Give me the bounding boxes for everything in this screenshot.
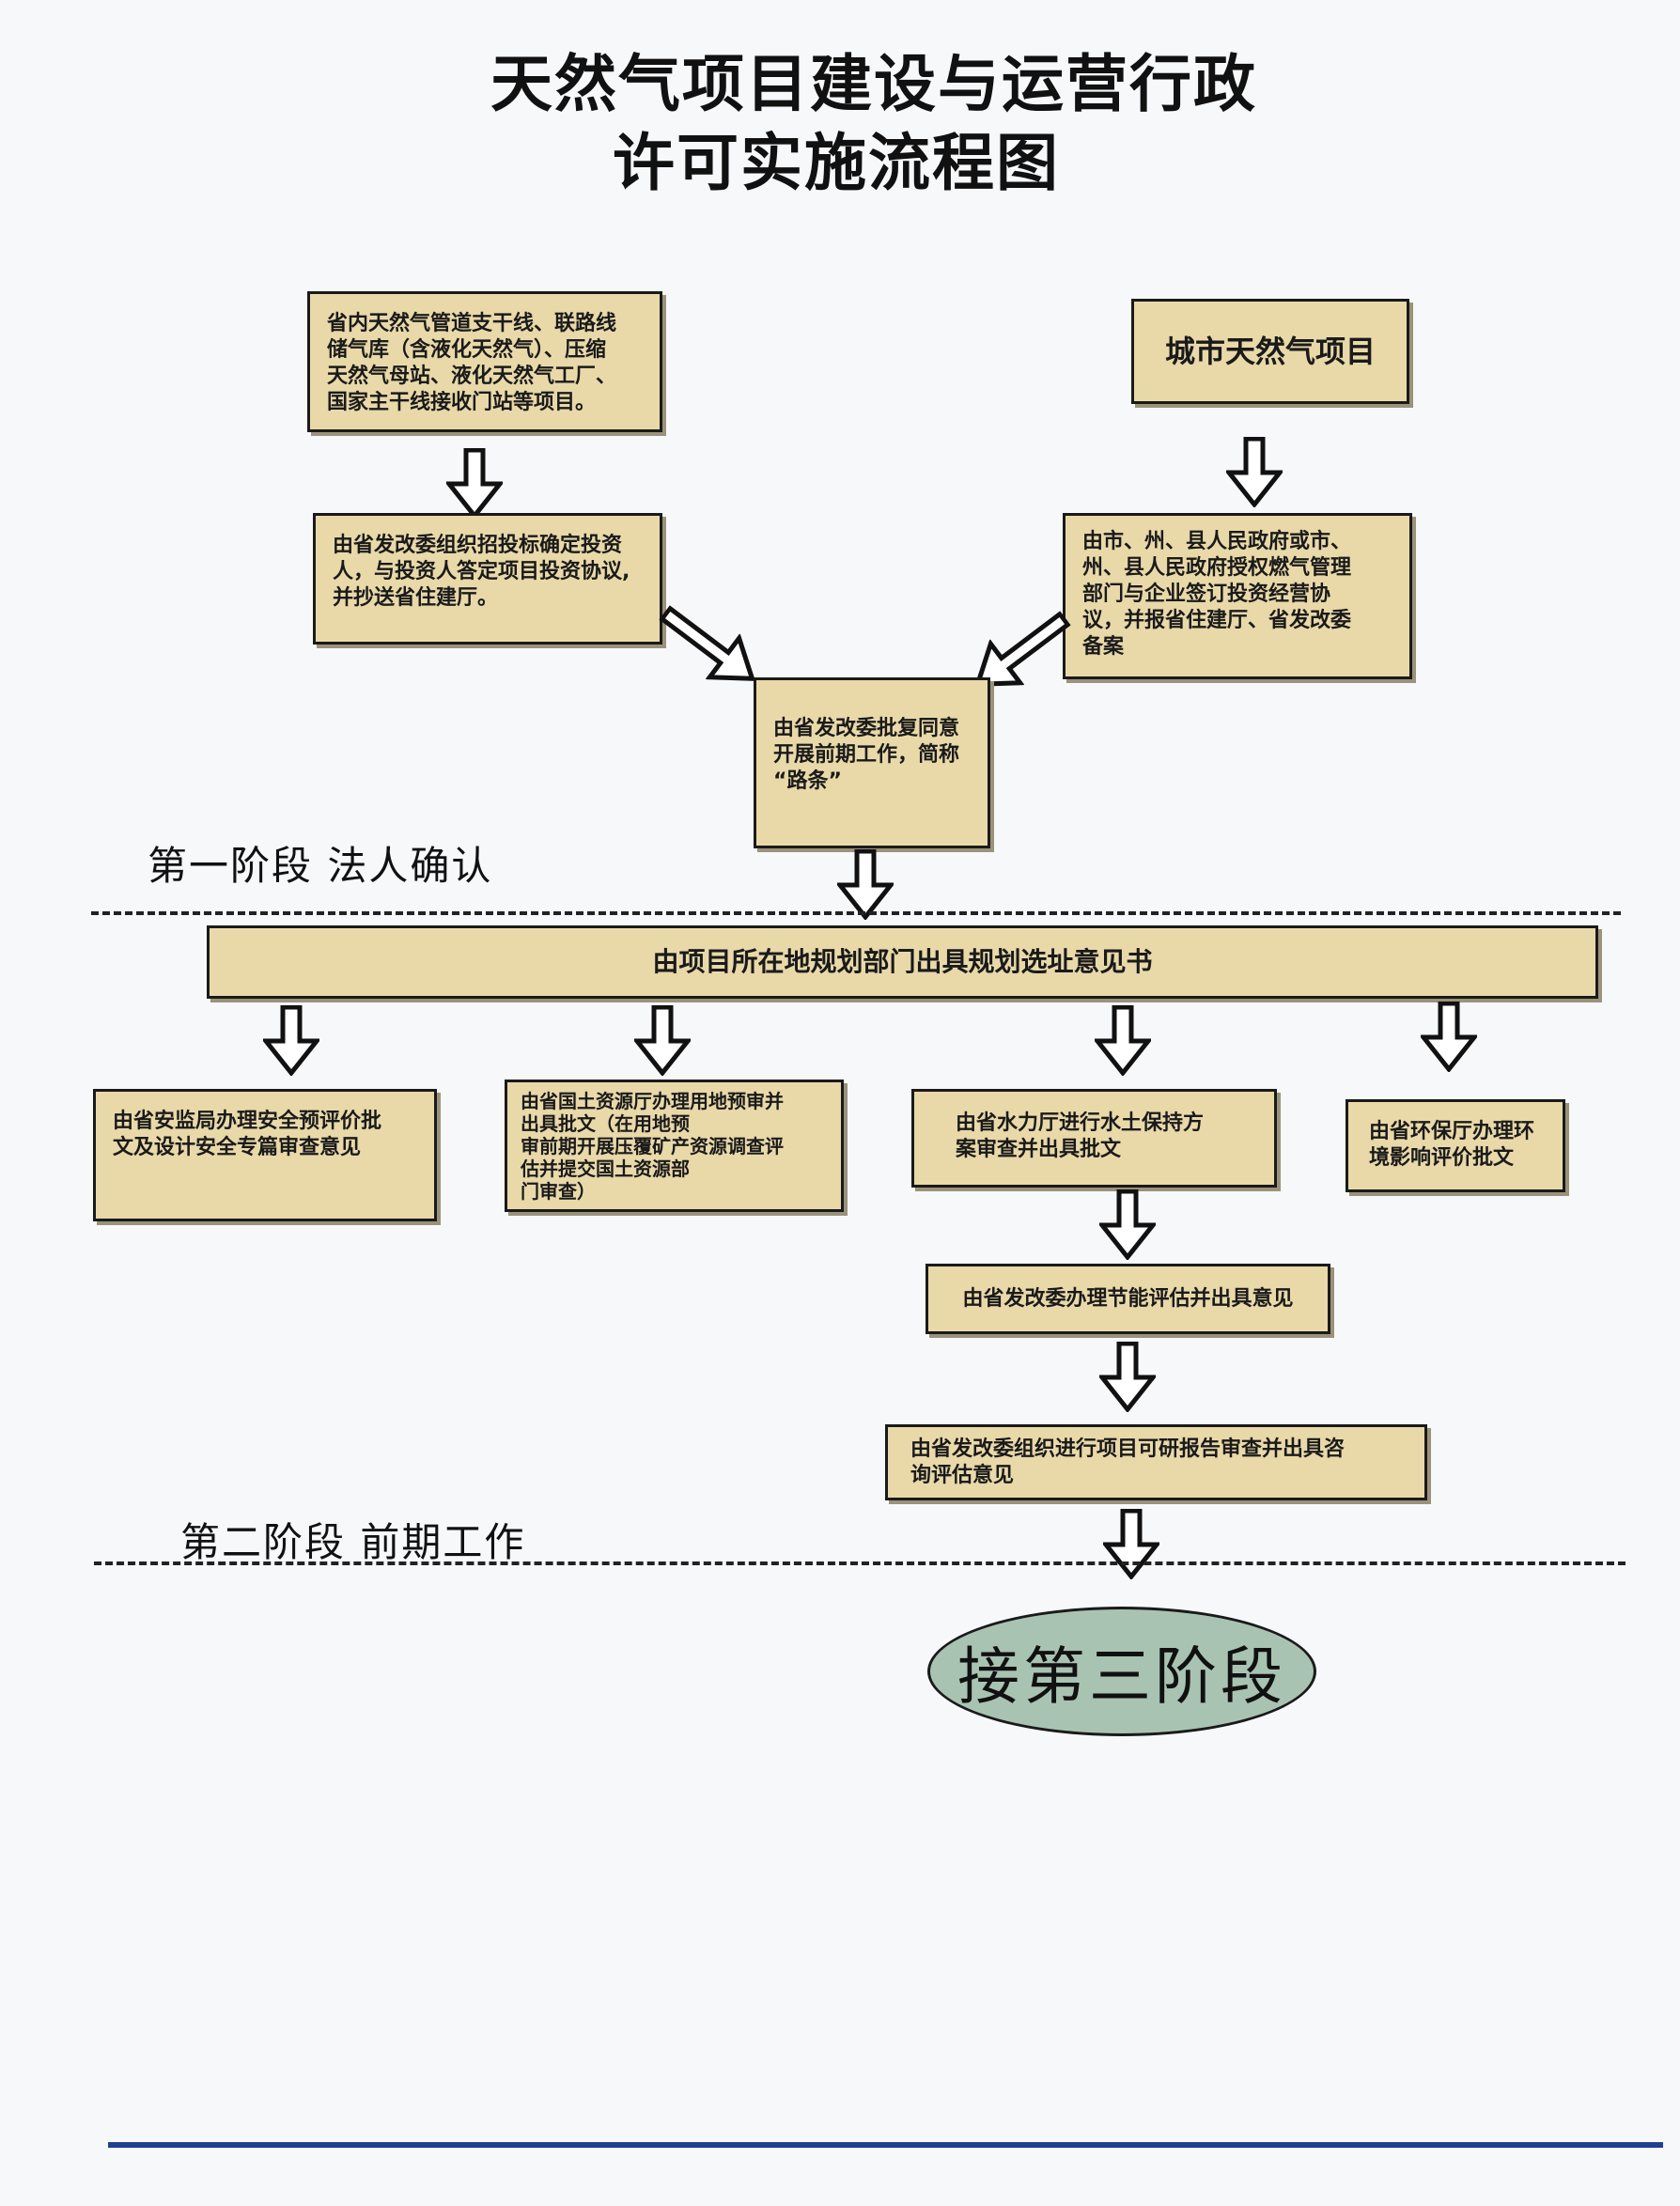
down-arrow-icon [1421, 1002, 1477, 1072]
text: 部门与企业签订投资经营协 [1082, 583, 1331, 606]
box-road-permit: 由省发改委批复同意 开展前期工作，简称 “路条” [754, 677, 990, 848]
text: 开展前期工作，简称 [773, 743, 960, 767]
text: 接第三阶段 [957, 1640, 1286, 1713]
down-arrow-icon [1226, 437, 1283, 507]
text: 议，并报省住建厅、省发改委 [1082, 609, 1352, 632]
stage-1-label: 第一阶段 法人确认 [148, 843, 493, 889]
stage-divider-2 [94, 1561, 1626, 1565]
text: 州、县人民政府授权燃气管理 [1082, 556, 1352, 580]
text: 询评估意见 [910, 1464, 1015, 1487]
text: 人，与投资人答定项目投资协议, [333, 560, 630, 583]
text: 并抄送省住建厅。 [333, 586, 499, 610]
text: 天然气母站、液化天然气工厂、 [327, 365, 617, 388]
down-arrow-icon [1095, 1005, 1151, 1076]
down-arrow-icon [634, 1005, 691, 1076]
stage-2-label: 第二阶段 前期工作 [180, 1519, 526, 1565]
text: 由项目所在地规划部门出具规划选址意见书 [652, 946, 1153, 977]
text: “路条” [773, 769, 842, 793]
box-site-selection: 由项目所在地规划部门出具规划选址意见书 [207, 925, 1598, 999]
box-city-projects: 城市天然气项目 [1131, 299, 1409, 404]
text: 备案 [1082, 635, 1125, 659]
down-arrow-icon [263, 1005, 319, 1076]
down-arrow-icon [1103, 1509, 1159, 1579]
text: 由省国土资源厅办理用地预审并 [521, 1090, 784, 1112]
text: 由省发改委办理节能评估并出具意见 [962, 1286, 1294, 1311]
text: 境影响评价批文 [1369, 1146, 1515, 1170]
box-provincial-projects: 省内天然气管道支干线、联路线 储气库（含液化天然气）、压缩 天然气母站、液化天然… [307, 291, 662, 432]
box-environment: 由省环保厅办理环 境影响评价批文 [1346, 1099, 1565, 1192]
bottom-rule [108, 2142, 1663, 2148]
text: 门审查） [521, 1180, 596, 1203]
down-arrow-icon [1099, 1342, 1156, 1412]
box-land: 由省国土资源厅办理用地预审并 出具批文（在用地预 审前期开展压覆矿产资源调查评 … [505, 1080, 844, 1212]
stage-divider-1 [91, 911, 1621, 915]
box-city-agreement: 由市、州、县人民政府或市、 州、县人民政府授权燃气管理 部门与企业签订投资经营协… [1063, 513, 1412, 679]
text: 由省环保厅办理环 [1369, 1120, 1535, 1143]
next-stage-ellipse: 接第三阶段 [927, 1607, 1316, 1736]
title-line-2: 许可实施流程图 [613, 126, 1060, 199]
text: 由省发改委组织招投标确定投资 [333, 534, 623, 557]
text: 城市天然气项目 [1164, 334, 1376, 369]
text: 由省水力厅进行水土保持方 [956, 1111, 1205, 1135]
box-tender: 由省发改委组织招投标确定投资 人，与投资人答定项目投资协议, 并抄送省住建厅。 [313, 513, 662, 645]
text: 省内天然气管道支干线、联路线 [327, 312, 617, 335]
down-arrow-icon [1099, 1189, 1156, 1260]
down-arrow-icon [446, 448, 503, 519]
box-water: 由省水力厅进行水土保持方 案审查并出具批文 [911, 1089, 1277, 1188]
text: 由省发改委组织进行项目可研报告审查并出具咨 [910, 1437, 1346, 1461]
text: 案审查并出具批文 [956, 1138, 1122, 1161]
down-arrow-icon [837, 849, 894, 920]
text: 由省安监局办理安全预评价批 [113, 1110, 382, 1133]
text: 国家主干线接收门站等项目。 [327, 391, 597, 414]
box-feasibility: 由省发改委组织进行项目可研报告审查并出具咨 询评估意见 [885, 1424, 1427, 1500]
box-energy: 由省发改委办理节能评估并出具意见 [926, 1264, 1330, 1334]
title-line-1: 天然气项目建设与运营行政 [490, 47, 1257, 120]
text: 储气库（含液化天然气）、压缩 [327, 338, 607, 362]
text: 由省发改委批复同意 [773, 717, 960, 740]
text: 审前期开展压覆矿产资源调查评 [521, 1135, 784, 1157]
text: 文及设计安全专篇审查意见 [113, 1136, 362, 1159]
text: 估并提交国土资源部 [521, 1157, 690, 1180]
box-safety: 由省安监局办理安全预评价批 文及设计安全专篇审查意见 [93, 1089, 437, 1221]
text: 出具批文（在用地预 [521, 1112, 690, 1135]
text: 由市、州、县人民政府或市、 [1082, 530, 1352, 553]
